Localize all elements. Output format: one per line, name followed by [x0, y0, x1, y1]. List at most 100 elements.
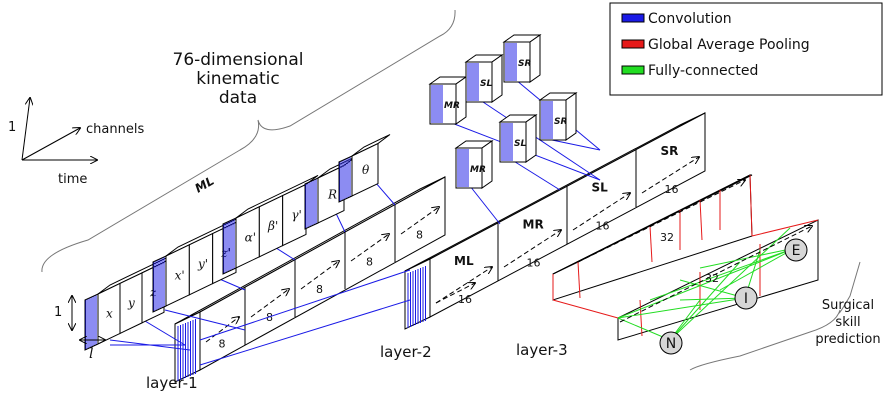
upper-block-label: MR [444, 101, 460, 111]
segment-width-label: 16 [527, 257, 541, 270]
fc-link [617, 247, 796, 319]
layer2-segment-label: SR [661, 144, 679, 158]
upper-block: SL [498, 114, 538, 163]
upper-block: MR [454, 140, 494, 189]
output-node-label: I [744, 291, 748, 307]
channel-label: γ' [291, 208, 301, 222]
axes-indicator: 1 channels time [8, 98, 144, 187]
legend-label: Global Average Pooling [648, 37, 810, 53]
upper-block: MR [428, 76, 468, 125]
legend-swatch [621, 65, 645, 75]
dashed-arrow [503, 230, 561, 268]
layer2-segment-label: SL [592, 181, 609, 195]
prediction-line-3: prediction [815, 332, 880, 347]
fc-link [679, 297, 746, 301]
segment-width-label: 8 [316, 283, 323, 296]
gap-link [749, 174, 753, 237]
segment-width-label: 16 [596, 220, 610, 233]
fc-link [719, 247, 796, 291]
layer3-label: layer-3 [516, 341, 568, 359]
segment-width-label: 8 [219, 338, 226, 351]
legend-label: Convolution [648, 11, 732, 27]
channel-label: β' [267, 219, 278, 233]
prediction-line-2: skill [835, 315, 860, 330]
height-one-label: 1 [54, 305, 62, 320]
layer1-label: layer-1 [146, 374, 198, 392]
upper-block: SR [502, 34, 542, 83]
output-node: I [734, 286, 758, 310]
channel-label: R [327, 187, 337, 201]
channel-label: θ [362, 163, 370, 177]
dashed-arrow [641, 157, 699, 194]
conv-link [511, 159, 561, 191]
output-node: E [784, 238, 808, 262]
gap-link [699, 199, 703, 241]
gap-link [552, 299, 619, 319]
prediction-line-1: Surgical [822, 298, 874, 313]
channel-label: y [127, 296, 135, 310]
segment-width-label: 8 [366, 256, 373, 269]
legend-box [609, 2, 883, 96]
fc-link [669, 261, 741, 341]
gap-link [649, 225, 653, 263]
fc-link [617, 317, 671, 341]
axis-one-label: 1 [8, 120, 16, 135]
upper-block: SL [464, 54, 504, 103]
channel-label: α' [245, 230, 256, 244]
segment-width-label: 16 [458, 293, 472, 306]
gap-link [577, 261, 581, 299]
title: 76-dimensional kinematic data [173, 50, 304, 108]
title-line-3: data [219, 88, 257, 108]
dashed-arrow [435, 283, 475, 304]
layer2-label: layer-2 [380, 343, 432, 361]
segment-width-label: 8 [416, 229, 423, 242]
input-block-theta: θ [338, 134, 391, 203]
channel-label: x' [175, 268, 185, 282]
layer3-width-label: 32 [660, 231, 674, 244]
segment-width-label: 8 [266, 311, 273, 324]
upper-block-label: SR [554, 117, 567, 127]
legend-label: Fully-connected [648, 63, 758, 79]
layer3-width-label: 32 [705, 272, 719, 285]
fc-link [649, 247, 796, 301]
upper-block: SR [538, 92, 578, 141]
length-label: l [89, 346, 93, 362]
title-line-2: kinematic [196, 69, 280, 89]
output-node-label: N [666, 336, 676, 352]
output-node: N [659, 331, 683, 355]
layer2-segment-label: ML [454, 254, 474, 268]
dashed-arrow [577, 180, 745, 263]
segment-width-label: 16 [665, 183, 679, 196]
output-node-label: E [792, 243, 801, 259]
conv-link [199, 269, 411, 341]
upper-block-label: MR [470, 165, 486, 175]
layer2-segment-label: MR [523, 218, 544, 232]
channel-label: x [106, 307, 113, 321]
title-line-1: 76-dimensional [173, 50, 304, 70]
gap-link [639, 299, 643, 337]
fc-link [699, 247, 796, 269]
gap-link [751, 219, 819, 237]
dim-markers: 1 l [54, 296, 105, 362]
prediction-brace [689, 261, 861, 371]
conv-link [199, 299, 411, 366]
upper-block-label: SL [514, 139, 526, 149]
conv-link [164, 309, 246, 331]
conv-link [551, 139, 601, 151]
input-brace [41, 9, 456, 273]
fc-link [617, 297, 746, 319]
legend-swatch [621, 13, 645, 23]
upper-block-label: SR [518, 59, 531, 69]
dashed-arrow [572, 193, 630, 231]
upper-block-label: SL [480, 79, 492, 89]
dashed-arrow [619, 226, 812, 323]
axis-channels-label: channels [86, 122, 144, 137]
fc-link [679, 279, 746, 299]
input-block-angles: α' β' γ' [222, 174, 319, 275]
conv-link [469, 185, 501, 225]
channel-cell [282, 183, 307, 247]
legend-swatch [621, 39, 645, 49]
channel-label: y' [197, 257, 208, 271]
